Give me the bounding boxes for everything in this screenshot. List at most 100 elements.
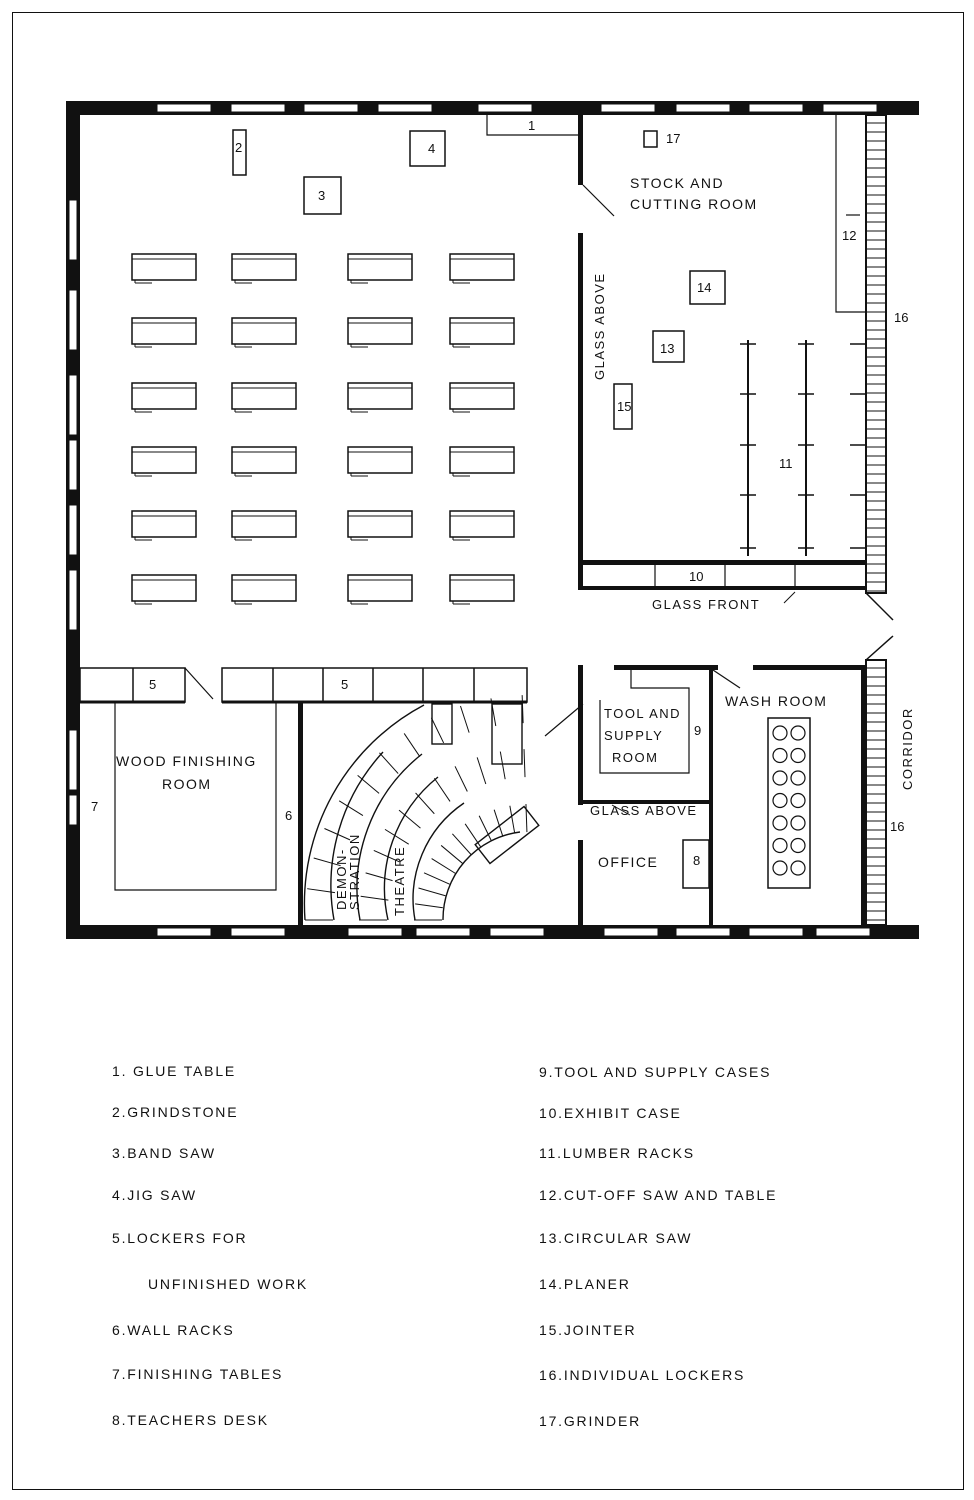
jig-saw [409, 130, 446, 167]
bench [347, 253, 413, 284]
bench [449, 382, 515, 413]
wash-room-label: WASH ROOM [725, 693, 827, 709]
legend-item-5-cont: UNFINISHED WORK [148, 1276, 308, 1292]
page-frame [12, 12, 964, 1490]
marker-6: 6 [285, 808, 292, 823]
benches [131, 253, 515, 605]
demonstration-label-2: STRATION [347, 833, 362, 910]
grinder [643, 130, 658, 148]
circular-saw [652, 330, 685, 363]
individual-lockers-lower [865, 659, 887, 926]
glass-front-pointer [783, 591, 796, 604]
legend-item-17: 17.GRINDER [539, 1413, 642, 1429]
office-label: OFFICE [598, 854, 658, 870]
bench [449, 317, 515, 348]
stock-room-label-2: CUTTING ROOM [630, 196, 758, 212]
wash-trough [767, 717, 811, 889]
marker-10: 10 [689, 569, 703, 584]
marker-7: 7 [91, 799, 98, 814]
tool-supply-room [599, 670, 690, 774]
marker-4: 4 [428, 141, 435, 156]
marker-16a: 16 [894, 310, 908, 325]
legend-item-6: 6.WALL RACKS [112, 1322, 235, 1338]
bench [449, 510, 515, 541]
room-labels: STOCK AND CUTTING ROOM GLASS ABOVE GLASS… [116, 175, 915, 916]
bench [231, 382, 297, 413]
glass-above-label-1: GLASS ABOVE [592, 272, 607, 380]
bench [231, 317, 297, 348]
glass-above-label-2: GLASS ABOVE [590, 803, 698, 818]
marker-3: 3 [318, 188, 325, 203]
legend-item-13: 13.CIRCULAR SAW [539, 1230, 693, 1246]
legend-item-11: 11.LUMBER RACKS [539, 1145, 695, 1161]
marker-17: 17 [666, 131, 680, 146]
legend-item-7: 7.FINISHING TABLES [112, 1366, 284, 1382]
bench [449, 574, 515, 605]
marker-9: 9 [694, 723, 701, 738]
bench [231, 574, 297, 605]
item-markers: 1 2 3 4 5 5 6 7 8 9 10 11 12 13 14 15 16… [91, 118, 908, 868]
corridor-label: CORRIDOR [900, 707, 915, 790]
demonstration-label-1: DEMON- [334, 848, 349, 910]
legend-item-1: 1. GLUE TABLE [112, 1063, 237, 1079]
legend-item-10: 10.EXHIBIT CASE [539, 1105, 682, 1121]
floor-plan: STOCK AND CUTTING ROOM GLASS ABOVE GLASS… [66, 101, 919, 939]
bench [231, 253, 297, 284]
legend-item-16: 16.INDIVIDUAL LOCKERS [539, 1367, 746, 1383]
left-windows [68, 199, 78, 826]
legend-item-5: 5.LOCKERS FOR [112, 1230, 248, 1246]
wood-finishing-label-1: WOOD FINISHING [116, 753, 257, 769]
bottom-windows [156, 927, 871, 937]
marker-5b: 5 [341, 677, 348, 692]
lumber-racks [740, 340, 866, 556]
legend-item-3: 3.BAND SAW [112, 1145, 216, 1161]
tool-room-label-3: ROOM [612, 750, 658, 765]
wood-finishing-label-2: ROOM [162, 776, 212, 792]
glass-front-label: GLASS FRONT [652, 597, 760, 612]
marker-8: 8 [693, 853, 700, 868]
bench [347, 382, 413, 413]
grindstone [232, 129, 247, 176]
exhibit-case [654, 565, 796, 586]
finishing-tables [114, 702, 277, 891]
tool-room-label-1: TOOL AND [604, 706, 681, 721]
cut-off-saw-table [835, 115, 866, 313]
legend-item-2: 2.GRINDSTONE [112, 1104, 239, 1120]
legend-item-15: 15.JOINTER [539, 1322, 637, 1338]
bench [131, 574, 197, 605]
bench [131, 446, 197, 477]
legend-item-4: 4.JIG SAW [112, 1187, 197, 1203]
jointer [613, 383, 633, 430]
theatre-label: THEATRE [392, 846, 407, 916]
glue-table [486, 115, 578, 136]
individual-lockers-upper [865, 114, 887, 594]
marker-5a: 5 [149, 677, 156, 692]
legend-item-12: 12.CUT-OFF SAW AND TABLE [539, 1187, 778, 1203]
planer [689, 270, 726, 305]
marker-2: 2 [235, 140, 242, 155]
bench [449, 253, 515, 284]
glass-above-pointer [611, 804, 631, 816]
legend-item-8: 8.TEACHERS DESK [112, 1412, 269, 1428]
bench [449, 446, 515, 477]
bench [131, 317, 197, 348]
bench [131, 253, 197, 284]
marker-16b: 16 [890, 819, 904, 834]
bench [231, 510, 297, 541]
bench [347, 510, 413, 541]
tool-room-label-2: SUPPLY [604, 728, 663, 743]
bench [347, 317, 413, 348]
interior-walls [298, 115, 866, 925]
band-saw [303, 176, 342, 215]
legend-item-9: 9.TOOL AND SUPPLY CASES [539, 1064, 772, 1080]
stock-room-label-1: STOCK AND [630, 175, 724, 191]
bench [231, 446, 297, 477]
marker-1: 1 [528, 118, 535, 133]
bench [347, 446, 413, 477]
marker-13: 13 [660, 341, 674, 356]
bench [131, 382, 197, 413]
demonstration-theatre [303, 695, 540, 921]
teachers-desk [682, 839, 710, 889]
marker-14: 14 [697, 280, 711, 295]
bench [347, 574, 413, 605]
